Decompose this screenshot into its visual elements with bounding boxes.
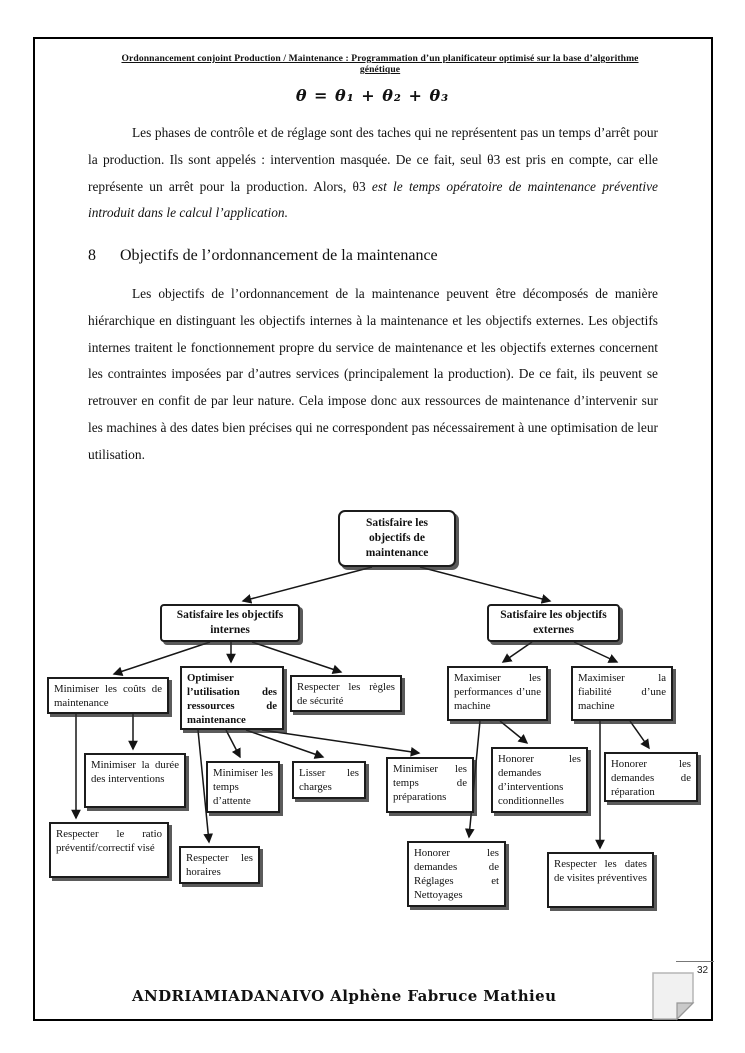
diagram-node-respecter-ratio: Respecter le ratio préventif/correctif v… <box>49 822 169 878</box>
section-title: Objectifs de l’ordonnancement de la main… <box>120 247 438 264</box>
diagram-node-minimiser-couts: Minimiser les coûts de maintenance <box>47 677 169 714</box>
diagram-node-regles-securite: Respecter les règles de sécurité <box>290 675 402 712</box>
paragraph-2: Les objectifs de l’ordonnancement de la … <box>88 286 658 462</box>
diagram-node-satisfaire-objectifs-maintenance: Satisfaire les objectifs de maintenance <box>338 510 456 567</box>
diagram-node-honorer-reparation: Honorer les demandes de réparation <box>604 752 698 802</box>
paragraph-1: Les phases de contrôle et de réglage son… <box>88 120 658 227</box>
page-number: 32 <box>697 965 709 976</box>
diagram-node-minimiser-duree: Minimiser la durée des interventions <box>84 753 186 808</box>
diagram-node-objectifs-externes: Satisfaire les objectifs externes <box>487 604 620 642</box>
diagram-node-respecter-dates-visites: Respecter les dates de visites préventiv… <box>547 852 654 908</box>
diagram-node-honorer-interventions-conditionnelles: Honorer les demandes d’interventions con… <box>491 747 588 813</box>
diagram-node-lisser-charges: Lisser les charges <box>292 761 366 799</box>
section-heading: 8 Objectifs de l’ordonnancement de la mai… <box>88 247 438 265</box>
formula-theta: θ = θ₁ + θ₂ + θ₃ <box>295 86 450 105</box>
page-curl-icon <box>652 972 695 1021</box>
diagram-node-minimiser-preparations: Minimiser les temps de préparations <box>386 757 474 813</box>
diagram-node-optimiser-ressources: Optimiser l’utilisation des ressources d… <box>180 666 284 730</box>
page-number-rule <box>676 961 714 962</box>
diagram-node-honorer-reglages-nettoyages: Honorer les demandes de Réglages et Nett… <box>407 841 506 907</box>
objectives-tree-diagram: Satisfaire les objectifs de maintenance … <box>0 505 745 935</box>
section-number: 8 <box>88 247 96 264</box>
diagram-node-maximiser-performances: Maximiser les performances d’une machine <box>447 666 548 721</box>
paragraph-1-italic: est le temps opératoire de maintenance p… <box>88 178 659 221</box>
diagram-node-objectifs-internes: Satisfaire les objectifs internes <box>160 604 300 642</box>
diagram-node-respecter-horaires: Respecter les horaires <box>179 846 260 884</box>
footer-author: ANDRIAMIADANAIVO Alphène Fabruce Mathieu <box>132 987 557 1005</box>
diagram-node-minimiser-attente: Minimiser les temps d’attente <box>206 761 280 813</box>
paragraph-1-normal: Les phases de contrôle et de réglage son… <box>88 125 658 194</box>
diagram-node-maximiser-fiabilite: Maximiser la fiabilité d’une machine <box>571 666 673 721</box>
running-header: Ordonnancement conjoint Production / Mai… <box>121 53 639 75</box>
